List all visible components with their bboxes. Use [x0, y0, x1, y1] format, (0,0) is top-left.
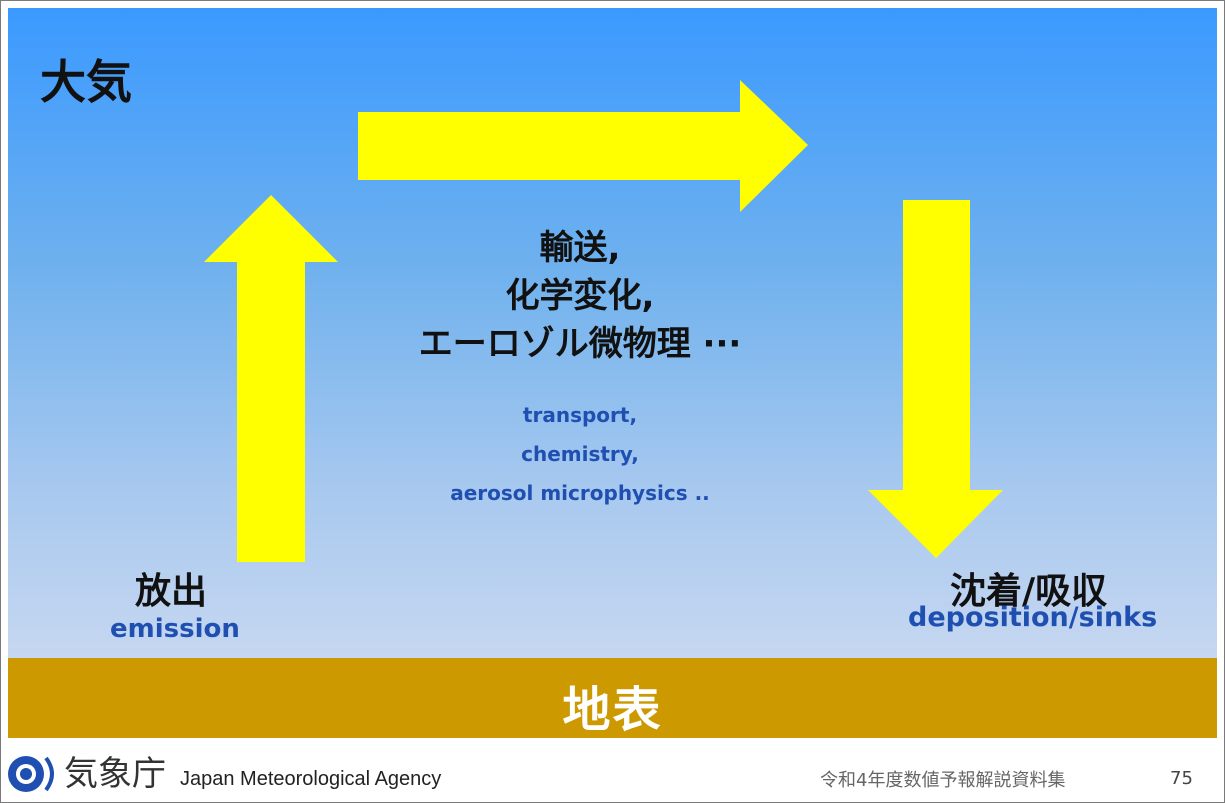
aerosol-label-ja: エーロゾル微物理 ··· — [418, 324, 742, 364]
chemistry-label-en: chemistry, — [521, 442, 639, 466]
chemistry-label-ja: 化学変化, — [505, 276, 655, 316]
emission-label-en: emission — [110, 614, 240, 644]
transport-label-en: transport, — [522, 403, 638, 427]
footer: 気象庁 Japan Meteorological Agency 令和4年度数値予… — [0, 740, 1225, 803]
deposition-label-ja: 沈着/吸収 — [950, 571, 1108, 612]
up-arrow-icon — [204, 195, 338, 562]
agency-name-ja: 気象庁 — [64, 754, 166, 794]
agency-name-en: Japan Meteorological Agency — [180, 768, 442, 790]
emission-label-ja: 放出 — [135, 571, 208, 612]
deposition-label-en: deposition/sinks — [908, 602, 1158, 633]
atmosphere-title: 大気 — [40, 55, 132, 109]
ground-band: 地表 — [8, 658, 1217, 738]
jma-logo-icon — [8, 756, 54, 792]
document-title: 令和4年度数値予報解説資料集 — [820, 770, 1066, 791]
right-arrow-icon — [358, 80, 808, 212]
ground-label: 地表 — [562, 682, 663, 738]
down-arrow-icon — [868, 200, 1003, 558]
page-number: 75 — [1170, 768, 1193, 789]
aerosol-label-en: aerosol microphysics .. — [450, 481, 710, 505]
transport-label-ja: 輸送, — [539, 228, 621, 268]
